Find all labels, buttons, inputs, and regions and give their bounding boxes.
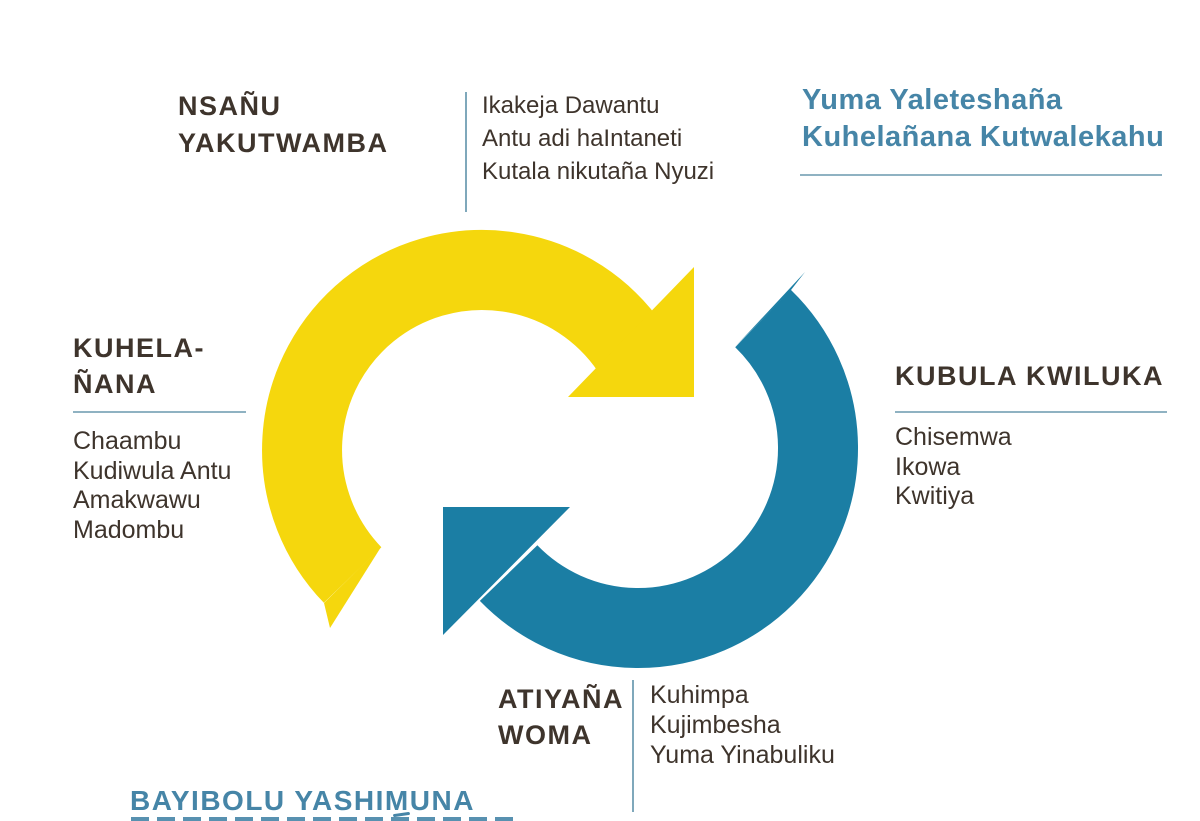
heading-line: Yuma Yaleteshaña — [802, 84, 1063, 116]
list-item: Ikowa — [895, 452, 961, 481]
yellow-arrow-tail — [324, 547, 381, 628]
heading-kuhelanana: KUHELA- ÑANA — [73, 330, 205, 402]
heading-line: WOMA — [498, 720, 593, 750]
list-item: Ikakeja Dawantu — [482, 92, 660, 119]
list-item: Amakwawu — [73, 486, 201, 514]
list-item: Kujimbesha — [650, 711, 781, 739]
list-item: Chaambu — [73, 427, 182, 455]
heading-yuma-yaleteshana: Yuma Yaleteshaña Kuhelañana Kutwalekahu — [802, 82, 1164, 156]
bottom-center-divider — [632, 680, 634, 812]
heading-line: YAKUTWAMBA — [178, 128, 389, 158]
list-item: Antu adi haIntaneti — [482, 125, 683, 152]
top-right-underline — [800, 174, 1162, 176]
yellow-arrowhead — [568, 267, 694, 397]
right-underline — [895, 411, 1167, 413]
list-item: Kudiwula Antu — [73, 456, 232, 485]
bottom-center-list: Kuhimpa Kujimbesha Yuma Yinabuliku — [650, 680, 835, 770]
list-item: Kutala nikutaña Nyuzi — [482, 158, 715, 185]
yellow-arrow — [262, 229, 694, 628]
list-item: Kuhimpa — [650, 681, 749, 709]
heading-line: ATIYAÑA — [498, 684, 625, 714]
heading-line: ÑANA — [73, 369, 157, 399]
left-list: Chaambu Kudiwula Antu Amakwawu Madombu — [73, 427, 231, 545]
left-underline — [73, 411, 246, 413]
heading-bayibolu-yashimuna: BAYIBOLU YASHIMUNA — [130, 785, 475, 816]
heading-nsanu-yakutwamba: NSAÑU YAKUTWAMBA — [178, 88, 389, 162]
blue-arrow-arc — [479, 289, 858, 668]
heading-line: KUHELA- — [73, 333, 205, 363]
blue-arrow-tail — [735, 272, 805, 347]
list-item: Madombu — [73, 515, 185, 544]
heading-atiyana-woma: ATIYAÑA WOMA — [498, 681, 624, 753]
blue-arrow — [443, 272, 858, 668]
yellow-arrow-arc — [262, 229, 665, 603]
blue-arrowhead — [443, 507, 570, 635]
heading-line: NSAÑU — [178, 91, 282, 121]
list-item: Kwitiya — [895, 482, 975, 510]
right-list: Chisemwa Ikowa Kwitiya — [895, 423, 1012, 512]
list-item: Chisemwa — [895, 423, 1012, 451]
heading-line: Kuhelañana Kutwalekahu — [802, 121, 1165, 153]
top-center-divider — [465, 92, 467, 212]
top-center-list: Ikakeja Dawantu Antu adi haIntaneti Kuta… — [482, 89, 714, 188]
heading-kubula-kwiluka: KUBULA KWILUKA — [895, 361, 1164, 391]
list-item: Yuma Yinabuliku — [650, 741, 835, 769]
cutoff-text-line — [131, 817, 520, 821]
